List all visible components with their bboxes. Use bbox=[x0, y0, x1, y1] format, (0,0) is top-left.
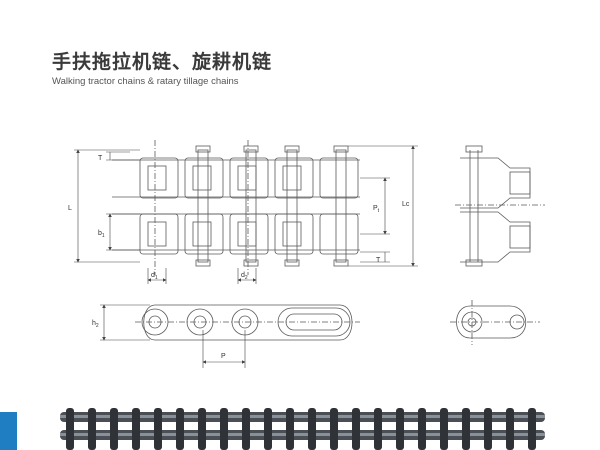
chain-roller bbox=[484, 408, 492, 450]
dimension-lines-bottom bbox=[100, 304, 246, 368]
chain-roller bbox=[308, 408, 316, 450]
chain-roller bbox=[418, 408, 426, 450]
chain-roller bbox=[286, 408, 294, 450]
roller-chain-photo bbox=[60, 408, 545, 450]
chain-roller bbox=[440, 408, 448, 450]
chain-roller bbox=[154, 408, 162, 450]
dimension-lines-top bbox=[74, 145, 418, 284]
label-d1: d1 bbox=[151, 272, 158, 281]
label-Lc: Lc bbox=[402, 201, 410, 208]
page-title: 手扶拖拉机链、旋耕机链 bbox=[52, 51, 273, 73]
label-T-top: T bbox=[98, 155, 103, 162]
chain-roller bbox=[352, 408, 360, 450]
page-subtitle: Walking tractor chains & ratary tillage … bbox=[52, 76, 239, 87]
accent-bar bbox=[0, 412, 17, 450]
chain-roller bbox=[374, 408, 382, 450]
chain-roller bbox=[88, 408, 96, 450]
chain-roller bbox=[66, 408, 74, 450]
chain-roller bbox=[176, 408, 184, 450]
chain-roller bbox=[198, 408, 206, 450]
chain-roller bbox=[242, 408, 250, 450]
chain-roller bbox=[330, 408, 338, 450]
chain-roller bbox=[528, 408, 536, 450]
chain-roller bbox=[132, 408, 140, 450]
chain-roller bbox=[110, 408, 118, 450]
label-P: P bbox=[221, 353, 226, 360]
chain-roller bbox=[220, 408, 228, 450]
label-L: L bbox=[68, 205, 72, 212]
label-h2: h2 bbox=[92, 320, 99, 329]
chain-roller bbox=[462, 408, 470, 450]
chain-top-view bbox=[112, 140, 360, 275]
chain-roller bbox=[506, 408, 514, 450]
label-d2: d2 bbox=[241, 272, 248, 281]
label-b1: b1 bbox=[98, 230, 105, 239]
chain-side-view-right bbox=[455, 145, 545, 267]
single-link-plate bbox=[450, 300, 540, 345]
chain-link-side-view bbox=[135, 304, 360, 341]
chain-roller bbox=[264, 408, 272, 450]
chain-roller bbox=[396, 408, 404, 450]
label-T-bottom: T bbox=[376, 257, 381, 264]
label-Pt: Pt bbox=[373, 205, 380, 214]
